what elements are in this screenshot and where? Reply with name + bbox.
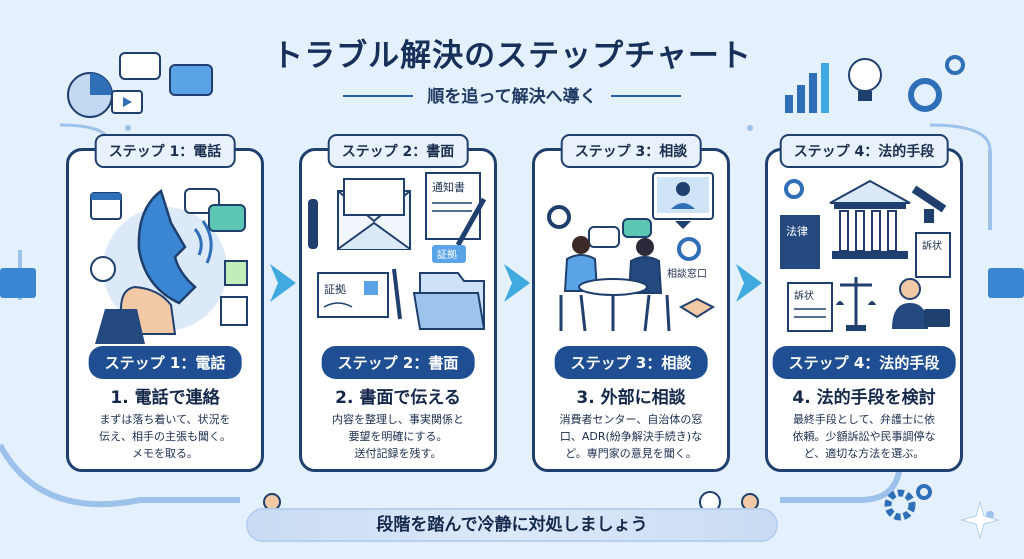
step-title-1: 1. 電話で連絡	[110, 388, 220, 408]
step-pill-4: ステップ 4：法的手段	[772, 346, 956, 379]
label-complaint-2: 訴状	[794, 289, 814, 302]
arrow-right-icon	[736, 264, 762, 302]
subtitle-wrap: 順を追って解決へ導く	[0, 82, 1024, 107]
footer-banner: 段階を踏んで冷静に対処しましょう	[246, 508, 778, 542]
step-body-1: まずは落ち着いて、状況を 伝え、相手の主張も聞く。 メモを取る。	[99, 413, 231, 460]
step-card-3: ステップ 3：相談 相談窓口 ステップ 3：相談 3. 外部に相談 消費者センタ…	[532, 134, 730, 472]
step-pill-2: ステップ 2：書面	[321, 346, 475, 379]
step-title-4: 4. 法的手段を検討	[792, 388, 936, 408]
step-pill-1: ステップ 1：電話	[88, 346, 242, 379]
envelope-icon: 通知書 証拠 証拠	[308, 172, 487, 330]
arrow-right-icon	[504, 264, 530, 302]
chat-bubbles-icon	[67, 52, 213, 118]
step-tag-1: ステップ 1：電話	[94, 134, 236, 168]
label-law: 法律	[786, 224, 808, 238]
step-card-2: ステップ 2：書面 通知書 証拠 証拠 ステップ 2：書面 2. 書面で伝える …	[299, 134, 497, 472]
lightbulb-icon	[785, 55, 965, 113]
step-title-3: 3. 外部に相談	[576, 388, 686, 408]
step-card-1: ステップ 1：電話 ステップ 1：電話 1. 電話で連絡 まずは落ち着いて、状況…	[66, 134, 264, 472]
gear-icon	[884, 484, 932, 521]
step-tag-4: ステップ 4：法的手段	[779, 134, 949, 168]
step-title-2: 2. 書面で伝える	[335, 388, 461, 408]
label-evidence-2: 証拠	[324, 283, 346, 296]
step-pill-3: ステップ 3：相談	[554, 346, 708, 379]
step-tag-2: ステップ 2：書面	[327, 134, 469, 168]
sparkle-icon	[960, 500, 1000, 540]
label-evidence-1: 証拠	[437, 248, 457, 261]
step-tag-3: ステップ 3：相談	[560, 134, 702, 168]
phone-icon	[90, 188, 248, 344]
page-subtitle: 順を追って解決へ導く	[343, 82, 681, 107]
arrow-right-icon	[270, 264, 296, 302]
consultation-icon: 相談窓口	[547, 172, 716, 332]
label-complaint-1: 訴状	[922, 239, 942, 252]
page-title: トラブル解決のステップチャート	[272, 38, 752, 74]
label-counter: 相談窓口	[667, 267, 707, 280]
step-body-2: 内容を整理し、事実関係と 要望を明確にする。 送付記録を残す。	[332, 413, 464, 460]
label-notice: 通知書	[432, 180, 465, 194]
step-body-3: 消費者センター、自治体の窓 口、ADR(紛争解決手続き)な ど。専門家の意見を聞…	[559, 413, 703, 460]
step-card-4: ステップ 4：法的手段 法律 訴状 訴状 ステップ 4：法的手段 4. 法的手段…	[765, 134, 963, 472]
step-body-4: 最終手段として、弁護士に依 依頼。少額訴訟や民事調停な ど、適切な方法を選ぶ。	[792, 413, 936, 460]
courthouse-icon: 法律 訴状 訴状	[780, 179, 951, 332]
